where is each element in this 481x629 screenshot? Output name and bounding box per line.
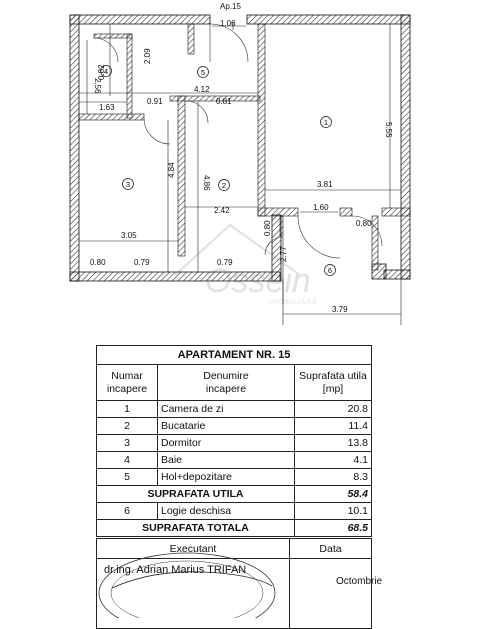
room-markers — [100, 65, 336, 276]
watermark-sub: IMOBILIARE — [268, 299, 318, 306]
outer-walls — [69, 14, 411, 282]
table-title: APARTAMENT NR. 15 — [96, 345, 372, 365]
dim-3-81: 3.81 — [317, 180, 333, 189]
dim-0-80-right: 0.80 — [356, 219, 372, 228]
dim-4-12: 4.12 — [194, 85, 210, 94]
dimension-lines — [79, 22, 402, 325]
dim-2-42: 2.42 — [214, 206, 230, 215]
interior-walls — [78, 23, 411, 271]
dim-top: 1.06 — [220, 19, 236, 28]
table-row: 5 Hol+depozitare 8.3 — [96, 468, 372, 486]
header-suprafata: Suprafata utila[mp] — [294, 364, 372, 401]
dim-0-81: 0.81 — [216, 97, 232, 106]
dim-3-05: 3.05 — [121, 231, 137, 240]
executant-label: Executant — [96, 538, 290, 559]
room-4-number: 4 — [104, 67, 108, 76]
dim-0-82: 0.82 — [97, 64, 106, 80]
date-value: Octombrie — [336, 576, 383, 587]
table-row: 4 Baie 4.1 — [96, 451, 372, 469]
dim-0-91: 0.91 — [147, 97, 163, 106]
floor-plan: Ap.15 1.06 2.09 2.56 0.82 1.63 4.12 0.91… — [69, 2, 411, 325]
data-label: Data — [289, 538, 372, 559]
dimension-labels: Ap.15 1.06 2.09 2.56 0.82 1.63 4.12 0.91… — [90, 2, 393, 314]
dim-0-80-bottom: 0.80 — [90, 258, 106, 267]
dim-0-80-vertical: 0.80 — [263, 220, 272, 236]
executant-name: dr.ing. Adrian Marius TRIFAN — [104, 564, 247, 576]
room-1-number: 1 — [324, 118, 328, 127]
table-row: 3 Dormitor 13.8 — [96, 434, 372, 452]
grand-total-row: SUPRAFATA TOTALA 68.5 — [96, 519, 372, 537]
dim-1-63: 1.63 — [99, 103, 115, 112]
date-cell — [289, 558, 372, 629]
total-label: SUPRAFATA TOTALA — [96, 519, 295, 537]
room-numbers: 1 2 3 4 5 6 — [104, 67, 332, 275]
watermark-logo: Ossein IMOBILIARE — [174, 223, 318, 306]
dim-1-60: 1.60 — [313, 203, 329, 212]
util-value: 58.4 — [294, 485, 372, 503]
dim-4-84: 4.84 — [167, 162, 176, 178]
util-total-row: SUPRAFATA UTILA 58.4 — [96, 485, 372, 503]
room-3-number: 3 — [126, 180, 130, 189]
dim-2-77: 2.77 — [279, 246, 288, 262]
dim-3-79: 3.79 — [332, 305, 348, 314]
total-value: 68.5 — [294, 519, 372, 537]
dim-4-86: 4.86 — [202, 175, 211, 191]
room-2-number: 2 — [222, 181, 226, 190]
dim-5-55: 5.55 — [384, 122, 393, 138]
table-row: 6 Logie deschisa 10.1 — [96, 502, 372, 520]
dim-2-56: 2.56 — [93, 78, 102, 94]
signature-table: Executant Data — [96, 538, 372, 629]
table-row: 2 Bucatarie 11.4 — [96, 417, 372, 435]
dim-0-79-right: 0.79 — [217, 258, 233, 267]
watermark-main: Ossein — [205, 262, 311, 300]
dim-0-79-left: 0.79 — [134, 258, 150, 267]
table-row: 1 Camera de zi 20.8 — [96, 400, 372, 418]
room-5-number: 5 — [201, 68, 205, 77]
apartment-ref-label: Ap.15 — [220, 2, 241, 11]
door-swings — [93, 23, 383, 259]
room-6-number: 6 — [328, 266, 332, 275]
dim-2-09: 2.09 — [143, 48, 152, 64]
util-label: SUPRAFATA UTILA — [96, 485, 295, 503]
